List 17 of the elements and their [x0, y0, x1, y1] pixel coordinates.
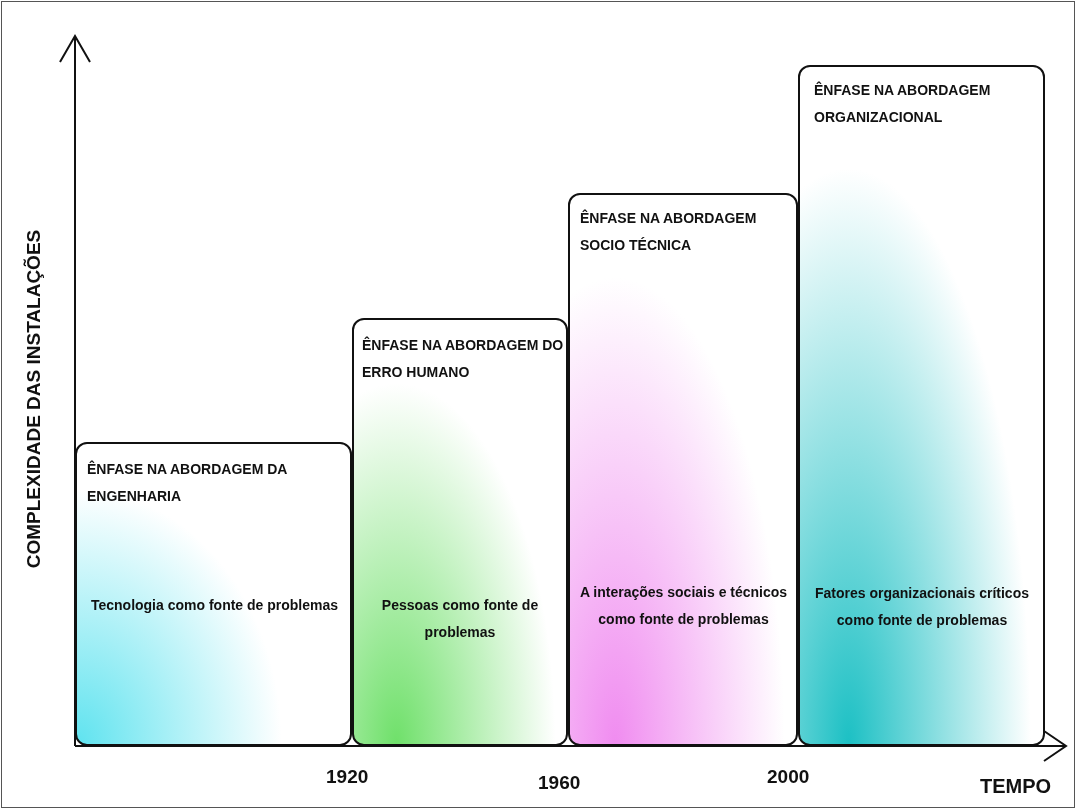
approach-description: Pessoas como fonte de problemas [380, 596, 540, 642]
stage-box [75, 442, 352, 746]
stage-box [798, 65, 1045, 746]
approach-heading: ÊNFASE NA ABORDAGEM SOCIO TÉCNICA [580, 208, 758, 255]
year-tick: 2000 [767, 766, 810, 788]
approach-heading: ÊNFASE NA ABORDAGEM DA ENGENHARIA [87, 459, 288, 506]
approach-description: Tecnologia como fonte de problemas [89, 596, 340, 615]
approach-heading: ÊNFASE NA ABORDAGEM DO ERRO HUMANO [362, 335, 565, 382]
x-axis-title: TEMPO [980, 775, 1052, 798]
stage-box [568, 193, 798, 746]
approach-heading: ÊNFASE NA ABORDAGEM ORGANIZACIONAL [814, 80, 992, 127]
approach-description: A interações sociais e técnicos como fonte de problemas [578, 583, 789, 629]
year-tick: 1920 [326, 766, 369, 788]
y-axis-title: COMPLEXIDADE DAS INSTALAÇÕES [23, 228, 45, 571]
approach-description: Fatores organizacionais críticos como fonte de problemas [814, 584, 1030, 630]
year-tick: 1960 [538, 772, 581, 794]
stage-box [352, 318, 568, 746]
